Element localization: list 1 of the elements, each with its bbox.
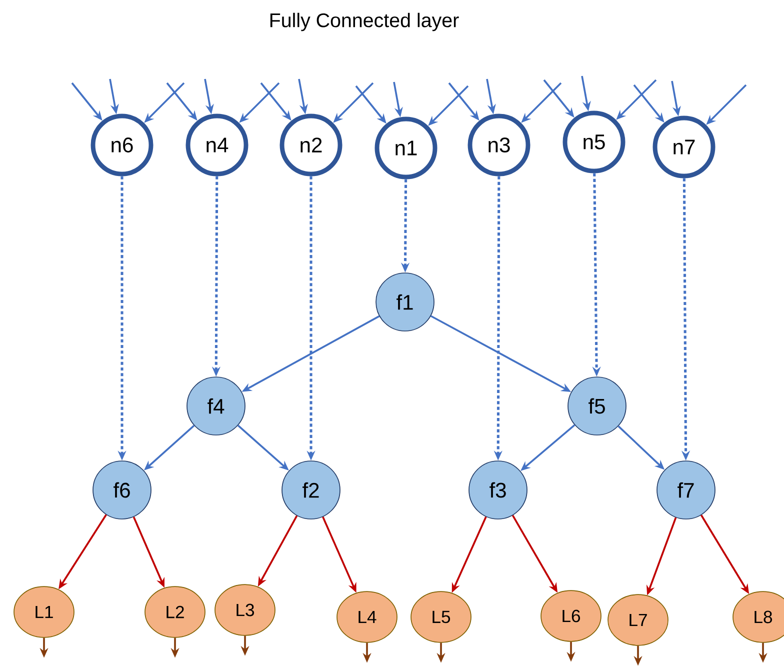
title: Fully Connected layer bbox=[270, 12, 459, 32]
